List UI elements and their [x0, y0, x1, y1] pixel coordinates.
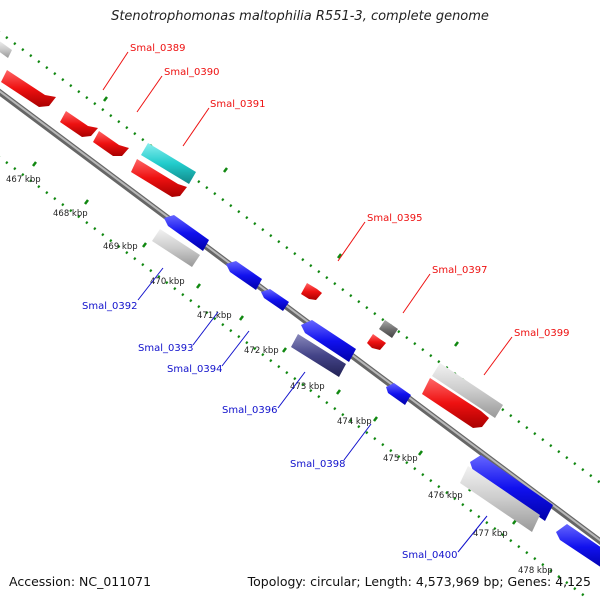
genome-summary: Topology: circular; Length: 4,573,969 bp… — [247, 574, 591, 589]
accession-label: Accession: NC_011071 — [9, 574, 152, 589]
tick-label: 473 kbp — [290, 382, 325, 392]
gene-feature-smal-0391[interactable] — [131, 159, 187, 197]
forward-gene-labels: Smal_0389 Smal_0390 Smal_0391 Smal_0395 … — [130, 43, 569, 339]
gene-feature-smal-0400-pseudo[interactable] — [460, 466, 540, 532]
gene-feature-smal-0399-pseudo[interactable] — [432, 363, 503, 418]
gene-label-reverse[interactable]: Smal_0396 — [222, 405, 277, 416]
gene-feature-smal-0391-rna[interactable] — [141, 143, 196, 184]
tick-label: 474 kbp — [337, 417, 372, 427]
tick-label: 477 kbp — [473, 529, 508, 539]
tick-label: 468 kbp — [53, 209, 88, 219]
tick-label: 469 kbp — [103, 242, 138, 252]
gene-feature-pseudo[interactable] — [0, 40, 12, 58]
tick-label: 472 kbp — [244, 346, 279, 356]
map-title: Stenotrophomonas maltophilia R551-3, com… — [111, 9, 489, 24]
gene-feature-smal-0392[interactable] — [164, 215, 209, 251]
gene-feature-smal-0401[interactable] — [556, 524, 600, 570]
gene-feature-smal-0396[interactable] — [291, 334, 346, 377]
tick-label: 471 kbp — [197, 311, 232, 321]
tick-label: 476 kbp — [428, 491, 463, 501]
gene-feature-smal-0398[interactable] — [386, 383, 411, 405]
gene-label-forward[interactable]: Smal_0399 — [514, 328, 569, 339]
gene-label-reverse[interactable]: Smal_0392 — [82, 301, 137, 312]
gene-feature-smal-0397-other[interactable] — [379, 320, 398, 338]
tick-label: 475 kbp — [383, 454, 418, 464]
tick-labels: 467 kbp 468 kbp 469 kbp 470 kbp 471 kbp … — [6, 175, 553, 576]
tick-label: 470 kbp — [150, 277, 185, 287]
gene-feature-smal-0397[interactable] — [367, 334, 386, 350]
gene-feature-smal-0394[interactable] — [301, 320, 356, 362]
gene-label-forward[interactable]: Smal_0397 — [432, 265, 487, 276]
gene-label-forward[interactable]: Smal_0389 — [130, 43, 185, 54]
tick-label: 467 kbp — [6, 175, 41, 185]
gene-label-reverse[interactable]: Smal_0400 — [402, 550, 457, 561]
gene-label-forward[interactable]: Smal_0391 — [210, 99, 265, 110]
gene-feature-smal-0390-a[interactable] — [60, 111, 98, 137]
reverse-label-leaders — [137, 267, 488, 553]
genome-backbone-highlight — [0, 90, 600, 542]
forward-strand-genes — [0, 40, 503, 428]
scale-ring-outer — [0, 30, 600, 485]
gene-feature-smal-0393-b[interactable] — [261, 289, 289, 311]
gene-label-forward[interactable]: Smal_0390 — [164, 67, 219, 78]
gene-feature-smal-0393-a[interactable] — [226, 261, 262, 290]
gene-feature-smal-0395[interactable] — [301, 283, 322, 300]
gene-feature-smal-0390-b[interactable] — [93, 131, 129, 156]
gene-feature-smal-0400[interactable] — [470, 455, 553, 521]
gene-label-reverse[interactable]: Smal_0393 — [138, 343, 193, 354]
tick-label: 478 kbp — [518, 566, 553, 576]
major-ticks — [32, 96, 517, 525]
gene-feature-smal-0389[interactable] — [1, 70, 56, 107]
reverse-gene-labels: Smal_0392 Smal_0393 Smal_0394 Smal_0396 … — [82, 301, 457, 561]
reverse-strand-genes — [152, 215, 600, 570]
forward-label-leaders — [102, 51, 513, 376]
gene-feature-smal-0399[interactable] — [422, 378, 489, 428]
gene-feature-smal-0392-pseudo[interactable] — [152, 229, 200, 267]
gene-label-reverse[interactable]: Smal_0398 — [290, 459, 345, 470]
gene-label-forward[interactable]: Smal_0395 — [367, 213, 422, 224]
gene-label-reverse[interactable]: Smal_0394 — [167, 364, 222, 375]
